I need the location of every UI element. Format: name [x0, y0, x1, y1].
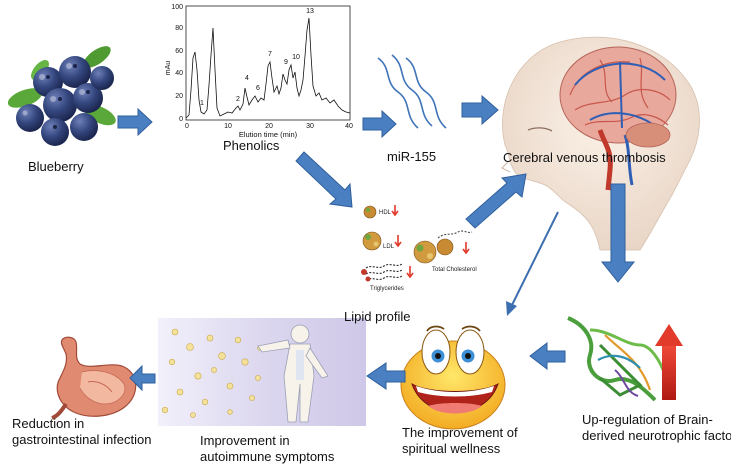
- y-tick: 80: [175, 25, 183, 32]
- wellness-label-line2: spiritual wellness: [402, 441, 501, 456]
- chromatogram-x-label: Elution time (min): [239, 130, 298, 139]
- bdnf-label-line1: Up-regulation of Brain-: [582, 412, 713, 427]
- y-tick: 40: [175, 70, 183, 77]
- y-tick: 60: [175, 48, 183, 55]
- lipid-profile-image: [361, 205, 473, 282]
- brain-head-image: [501, 36, 700, 251]
- peak-label: 4: [245, 75, 249, 82]
- blueberry-label: Blueberry: [28, 159, 84, 174]
- wellness-label-line1: The improvement of: [402, 425, 518, 440]
- arrow-bdnf-to-wellness: [529, 341, 566, 371]
- gi-label-line1: Reduction in: [12, 416, 85, 431]
- gi-label-line2: gastrointestinal infection: [12, 432, 152, 447]
- chromatogram-y-ticks: 0 20 40 60 80 100: [171, 4, 183, 123]
- lipid-profile-label: Lipid profile: [344, 309, 411, 324]
- blueberry-image: [7, 46, 116, 146]
- upregulation-arrow-icon: [655, 324, 683, 400]
- peak-label: 6: [256, 85, 260, 92]
- phenolics-label: Phenolics: [223, 138, 280, 153]
- chromatogram-trace: [185, 17, 351, 119]
- peak-label: 13: [306, 8, 314, 15]
- x-tick: 30: [306, 123, 314, 130]
- peak-label: 10: [292, 54, 300, 61]
- autoimmune-label-line2: autoimmune symptoms: [200, 449, 335, 464]
- chromatogram-chart: 0 20 40 60 80 100 0 10 20 30 40 mAu Elut…: [165, 4, 353, 139]
- peak-label: 9: [284, 59, 288, 66]
- ldl-molecule-icon: [362, 231, 382, 251]
- cholesterol-down-arrow-icon: [462, 242, 470, 255]
- arrow-cvt-to-bdnf: [600, 183, 636, 283]
- x-tick: 40: [345, 123, 353, 130]
- chromatogram-x-ticks: 0 10 20 30 40: [185, 123, 353, 130]
- x-tick: 20: [265, 123, 273, 130]
- triglycerides-label: Triglycerides: [370, 286, 404, 292]
- y-tick: 100: [171, 4, 183, 11]
- mir155-strands-icon: [377, 54, 447, 129]
- chromatogram-y-label: mAu: [165, 61, 172, 76]
- arrow-autoimmune-to-gi: [129, 364, 156, 392]
- autoimmune-label-line1: Improvement in: [200, 433, 290, 448]
- y-tick: 20: [175, 93, 183, 100]
- cholesterol-molecule-icon: [413, 240, 437, 264]
- pathogen-particles: [161, 328, 263, 418]
- peak-label: 7: [268, 51, 272, 58]
- line-arrow-cvt-to-wellness: [506, 211, 559, 316]
- hdl-label: HDL: [379, 210, 392, 216]
- human-figure-icon: [257, 324, 329, 423]
- smiley-face-image: [400, 325, 506, 430]
- ldl-down-arrow-icon: [394, 235, 402, 248]
- stomach-image: [51, 336, 137, 420]
- triglyceride-molecule-icon: [361, 263, 403, 282]
- chromatogram-peak-labels: 1 2 4 6 7 9 10 13: [200, 8, 314, 107]
- hdl-down-arrow-icon: [391, 205, 399, 217]
- arrow-phenolics-to-lipid: [295, 151, 353, 208]
- y-tick: 0: [179, 116, 183, 123]
- total-cholesterol-label: Total Cholesterol: [432, 267, 477, 273]
- mir155-label: miR-155: [387, 149, 437, 164]
- arrow-blueberry-to-phenolics: [117, 107, 153, 137]
- x-tick: 10: [224, 123, 232, 130]
- arrow-mir155-to-cvt: [461, 94, 499, 126]
- arrow-wellness-to-autoimmune: [366, 362, 406, 390]
- x-tick: 0: [185, 123, 189, 130]
- flow-arrows: [117, 94, 636, 392]
- autoimmune-image: [158, 318, 366, 426]
- arrow-phenolics-to-mir155: [362, 109, 397, 139]
- ldl-label: LDL: [383, 244, 395, 250]
- peak-label: 1: [200, 100, 204, 107]
- peak-label: 2: [236, 96, 240, 103]
- bdnf-protein-image: [567, 316, 667, 402]
- bdnf-label-line2: derived neurotrophic factor: [582, 428, 731, 443]
- triglycerides-down-arrow-icon: [406, 266, 414, 279]
- cvt-label: Cerebral venous thrombosis: [503, 150, 666, 165]
- arrow-lipid-to-cvt: [465, 173, 527, 229]
- hdl-molecule-icon: [363, 205, 377, 219]
